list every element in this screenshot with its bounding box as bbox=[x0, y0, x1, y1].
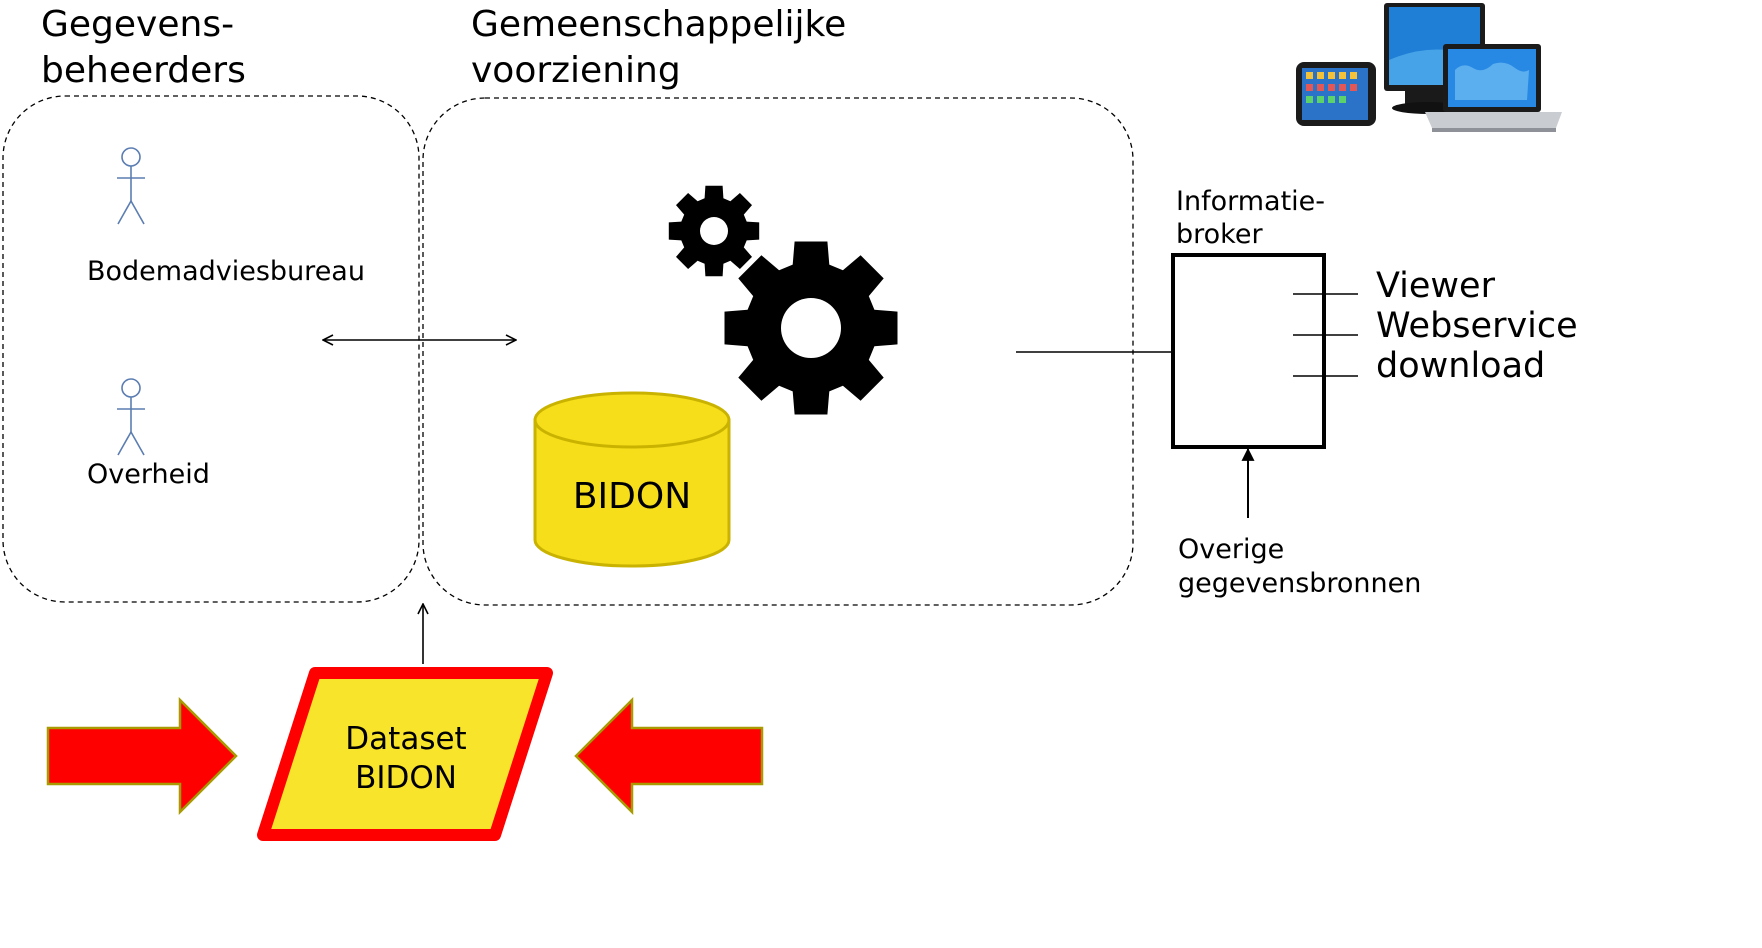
gemeenschappelijke-title-line1: Gemeenschappelijke bbox=[471, 4, 846, 45]
gegevensbeheerders-title-line1: Gegevens- bbox=[41, 4, 234, 45]
dataset-label-line1: Dataset bbox=[345, 721, 466, 757]
gears-icon bbox=[668, 185, 898, 415]
other-sources-line1: Overige bbox=[1178, 534, 1284, 565]
dataset-label-line2: BIDON bbox=[355, 760, 457, 796]
bidon-database-cylinder bbox=[533, 391, 731, 568]
output-viewer-label: Viewer bbox=[1376, 266, 1496, 306]
red-arrow-left-pointing bbox=[574, 696, 764, 816]
informatiebroker-box bbox=[1171, 253, 1326, 449]
person-stick-figure-icon bbox=[117, 147, 145, 225]
database-top bbox=[533, 391, 731, 449]
other-sources-line2: gegevensbronnen bbox=[1178, 568, 1421, 599]
broker-title-line2: broker bbox=[1176, 219, 1263, 250]
gear-small-icon bbox=[668, 185, 760, 277]
actor-overheid-label: Overheid bbox=[87, 459, 210, 490]
database-body bbox=[533, 418, 731, 568]
database-label: BIDON bbox=[573, 476, 691, 517]
gear-hole bbox=[781, 298, 841, 358]
dataset-parallelogram bbox=[257, 667, 553, 841]
gear-large-icon bbox=[724, 241, 898, 415]
gemeenschappelijke-title-line2: voorziening bbox=[471, 50, 681, 91]
gear-hole bbox=[700, 217, 728, 245]
broker-title-line1: Informatie- bbox=[1176, 186, 1325, 217]
person-stick-figure-icon bbox=[117, 378, 145, 456]
gegevensbeheerders-title-line2: beheerders bbox=[41, 50, 246, 91]
devices-image bbox=[1296, 3, 1562, 132]
output-download-label: download bbox=[1376, 346, 1545, 386]
output-webservice-label: Webservice bbox=[1376, 306, 1578, 346]
red-arrow-right-pointing bbox=[46, 696, 238, 816]
actor-bodemadviesbureau-label: Bodemadviesbureau bbox=[87, 256, 365, 287]
gegevensbeheerders-boundary bbox=[2, 95, 420, 603]
